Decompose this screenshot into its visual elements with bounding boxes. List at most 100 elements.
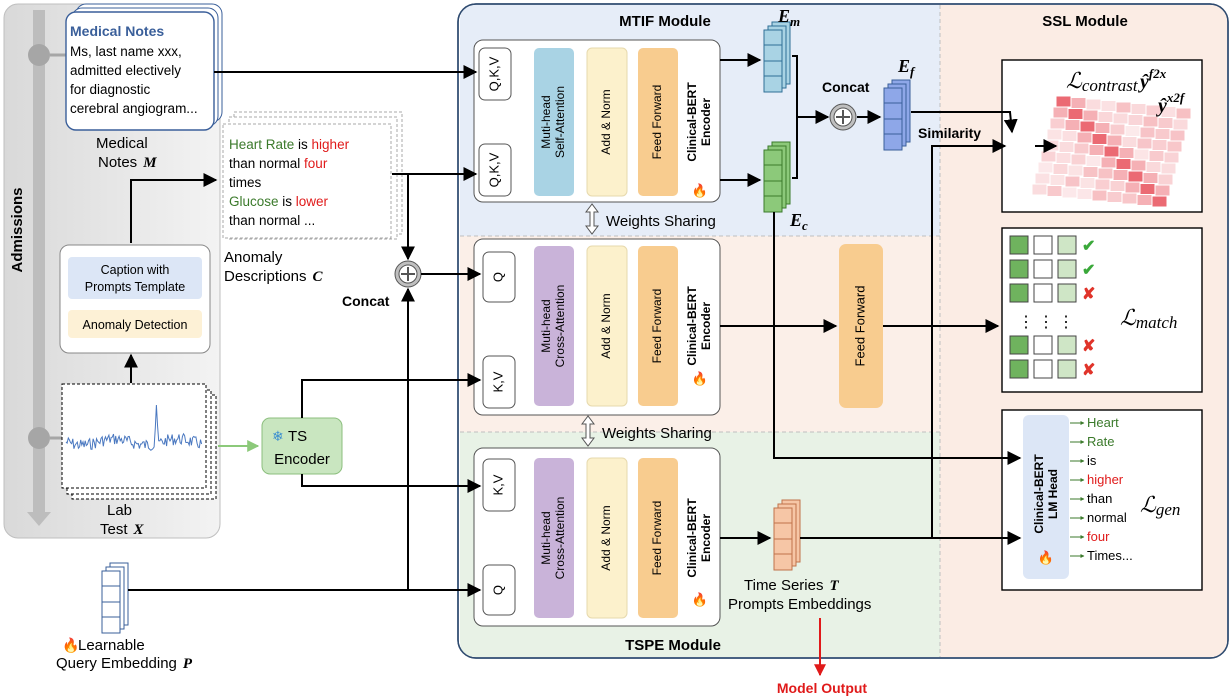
anomaly-label: Anomaly [224,249,283,266]
heatmap-cell [1050,175,1065,186]
svg-text:Feed Forward: Feed Forward [650,85,664,160]
heatmap-cell [1047,129,1062,140]
match-dots: ⋮ [1038,314,1054,331]
heatmap-cell [1122,193,1137,204]
heatmap-cell [1173,119,1188,130]
heatmap-cell [1161,163,1176,174]
heatmap-cell [1131,160,1146,171]
anomaly-line: than normal four [229,156,328,171]
gen-token: Times... [1087,548,1133,563]
heatmap-cell [1110,181,1125,192]
heatmap-cell [1140,127,1155,138]
heatmap-cell [1176,108,1191,119]
heatmap-cell [1095,179,1110,190]
match-cell [1058,236,1076,254]
heatmap-cell [1080,178,1095,189]
concat-node-mtif [830,104,856,130]
heatmap-cell [1077,189,1092,200]
heatmap-cell [1143,173,1158,184]
admissions-label: Admissions [9,187,26,272]
heatmap-cell [1062,187,1077,198]
anomaly-descriptions-card: Heart Rate is higher than normal four ti… [223,112,402,239]
concat-label: Concat [342,293,390,309]
medical-notes-title: Medical Notes [70,23,164,39]
flame-icon: 🔥 [692,592,708,607]
svg-text:Encoder: Encoder [274,451,330,468]
similarity-label: Similarity [918,125,981,141]
query-embedding [102,563,128,633]
heatmap-cell [1056,153,1071,164]
svg-text:Add & Norm: Add & Norm [599,89,613,154]
embedding-em [764,22,790,92]
heatmap-cell [1116,102,1131,113]
svg-text:Clinical-BERT: Clinical-BERT [685,286,699,366]
heatmap-cell [1158,174,1173,185]
svg-text:Clinical-BERT: Clinical-BERT [685,82,699,162]
match-dots: ⋮ [1058,314,1074,331]
flame-icon: 🔥 [692,183,708,198]
gen-token: normal [1087,510,1127,525]
svg-text:K,V: K,V [490,371,505,392]
heatmap-cell [1158,118,1173,129]
matching-encoder: Q K,V Muti-head Cross-Attention Add & No… [474,239,720,415]
ts-prompts-label: Prompts Embeddings [728,596,871,613]
heatmap-cell [1056,96,1071,107]
heatmap-cell [1155,129,1170,140]
embedding-ec [764,142,790,212]
heatmap-cell [1068,109,1083,120]
heatmap-cell [1053,164,1068,175]
match-cell [1010,360,1028,378]
heatmap-cell [1032,184,1047,195]
query-label: Query EmbeddingP [56,655,193,672]
ssl-title: SSL Module [1042,13,1128,30]
gen-token: higher [1087,472,1124,487]
heatmap-cell [1137,138,1152,149]
heatmap-cell [1062,131,1077,142]
heatmap-cell [1152,140,1167,151]
match-cell [1034,260,1052,278]
heatmap-cell [1170,130,1185,141]
flame-icon: 🔥 [62,637,79,654]
gen-token: four [1087,529,1110,544]
svg-text:Cross-Attention: Cross-Attention [553,285,567,368]
medical-notes-line: Ms, last name xxx, [70,44,182,59]
heatmap-cell [1101,101,1116,112]
heatmap-cell [1071,98,1086,109]
flame-icon: 🔥 [692,371,708,386]
match-cell [1034,360,1052,378]
heatmap-cell [1125,126,1140,137]
svg-text:Q,K,V: Q,K,V [486,152,501,187]
svg-text:Weights Sharing: Weights Sharing [602,425,712,442]
anomaly-line: than normal ... [229,213,315,228]
anomaly-detection-label: Anomaly Detection [83,318,188,332]
model-output-label: Model Output [777,680,868,696]
heatmap-cell [1104,146,1119,157]
heatmap-cell [1101,157,1116,168]
gen-token: Heart [1087,415,1119,430]
heatmap-cell [1077,132,1092,143]
heatmap-cell [1155,185,1170,196]
svg-text:Clinical-BERT: Clinical-BERT [685,498,699,578]
feed-forward-match: Feed Forward [839,244,883,408]
heatmap-cell [1140,184,1155,195]
heatmap-cell [1050,118,1065,129]
medical-notes-line: for diagnostic [70,82,151,97]
heatmap-cell [1116,159,1131,170]
svg-text:Weights Sharing: Weights Sharing [606,213,716,230]
svg-text:Add & Norm: Add & Norm [599,293,613,358]
heatmap-cell [1038,162,1053,173]
heatmap-cell [1098,112,1113,123]
match-cell [1010,336,1028,354]
heatmap-cell [1128,171,1143,182]
match-cell [1058,260,1076,278]
match-dots: ⋮ [1018,314,1034,331]
heatmap-cell [1083,110,1098,121]
match-box: ✔✔✘✘✘ ⋮ ⋮ ⋮ ℒmatch [1002,228,1202,392]
heatmap-cell [1035,173,1050,184]
match-cell [1058,284,1076,302]
heatmap-cell [1119,148,1134,159]
mtif-encoder: Q,K,V Q,K,V Muti-head Self-Attention Add… [474,40,720,202]
heatmap-cell [1131,104,1146,115]
heatmap-cell [1125,182,1140,193]
